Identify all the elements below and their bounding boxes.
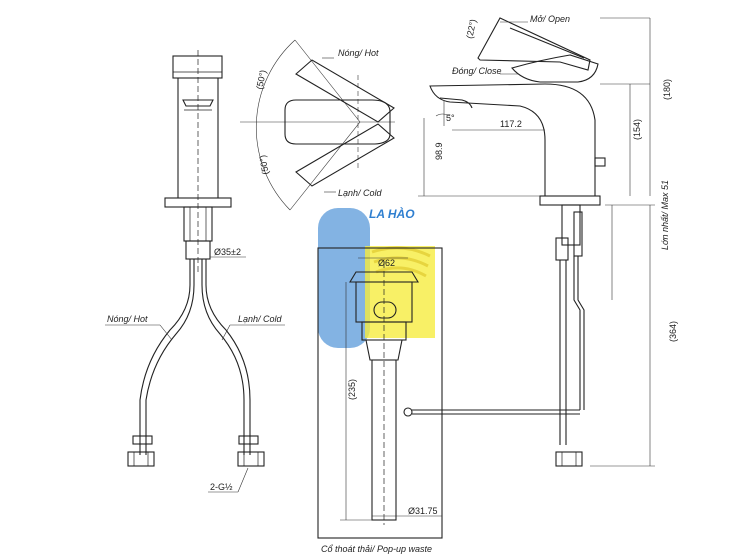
waste-overflow [373,301,397,319]
front-view: Ø35±2 [105,50,285,493]
hose-cold-outer [205,259,251,455]
popup-rod [573,256,581,410]
waste-pivot [403,407,413,417]
front-handle [172,55,223,79]
dim-angle-spout: 5° [446,113,455,123]
logo-yellow-shape [365,246,435,338]
cold-ferrule [238,435,259,445]
dim-thread: 2-G½ [210,482,233,492]
handle-cold-position [295,123,395,187]
dim-d62: Ø62 [378,258,395,268]
side-shank [561,204,581,246]
rotation-arc [255,39,296,211]
dim-angle-bottom: (50°) [257,154,270,175]
side-view [418,17,655,467]
label-open: Mở/ Open [530,14,570,24]
label-cold-left: Lạnh/ Cold [238,314,283,324]
dim-spout-height: 98.9 [434,142,444,160]
dim-d35: Ø35±2 [214,247,241,257]
hose-cold-inner [201,259,245,455]
popup-rod-guide [573,211,583,257]
cold-connector [237,451,265,467]
watermark-logo [318,208,435,348]
label-close: Đóng/ Close [452,66,502,76]
dim-d3175: Ø31.75 [408,506,438,516]
hose-hot-outer [139,259,191,455]
handle-closed-position [511,54,599,83]
dim-h235: (235) [347,379,357,400]
waste-taper [365,339,403,361]
hose-hot-inner [145,259,195,455]
dim-h364: (364) [668,321,678,342]
label-hot-top: Nóng/ Hot [338,48,379,58]
handle-open-position [477,17,591,71]
popup-waste-view [317,247,580,539]
label-max-thickness: Lớn nhất/ Max 51 [660,180,670,250]
label-cold-top: Lạnh/ Cold [338,188,383,198]
label-hot-left: Nóng/ Hot [107,314,148,324]
waste-frame [317,247,443,539]
top-view [240,39,395,211]
dim-h180: (180) [662,79,672,100]
watermark-text: LA HÀO [369,206,415,221]
spout-outlet [439,97,473,109]
popup-knob [594,157,606,167]
side-connector [555,451,583,467]
popup-rod-2 [577,256,585,410]
handle-top [284,99,391,145]
front-spout-outlet [182,99,214,107]
logo-blue-shape [318,208,370,348]
side-nut [555,237,569,261]
handle-hot-position [295,59,395,123]
faucet-body [429,83,596,197]
side-base [539,195,601,206]
dim-angle-open: (22°) [464,18,478,39]
dim-reach: 117.2 [500,119,522,129]
dim-h154: (154) [632,119,642,140]
label-popup-waste: Cổ thoát thải/ Pop-up waste [321,544,432,554]
hot-ferrule [132,435,153,445]
waste-flange [349,271,419,283]
handle-open-edge [509,27,585,59]
dim-angle-top: (50°) [254,69,268,90]
hot-connector [127,451,155,467]
